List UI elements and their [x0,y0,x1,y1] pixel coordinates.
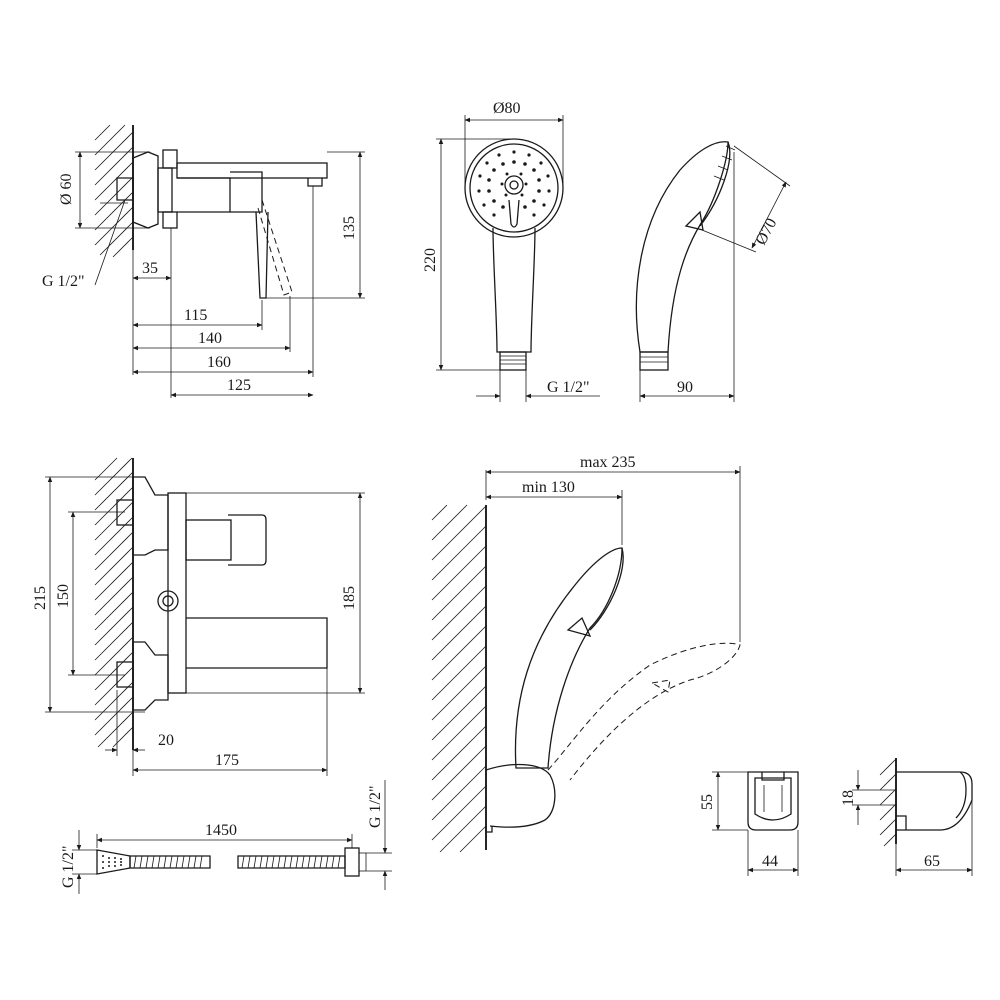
dim-125: 125 [227,377,251,394]
mixer-bottom-view: 215 150 185 20 175 [32,457,365,776]
dim-1450: 1450 [205,822,237,839]
dim-diameter-70: Ø70 [753,216,781,248]
dim-diameter-60: Ø 60 [58,173,75,205]
dim-115: 115 [184,307,207,324]
dim-min-130: min 130 [522,479,575,496]
hose-view: 1450 G 1/2" G 1/2" [60,780,392,894]
mixer-bottom-dimensions [45,476,365,776]
dim-220: 220 [422,248,439,272]
dim-20: 20 [158,732,174,749]
spray-nozzles [477,150,551,217]
dim-215: 215 [32,586,49,610]
mixer-top-dimensions [75,151,365,398]
dim-90: 90 [677,379,693,396]
dim-thread-hose-right: G 1/2" [367,785,384,828]
dim-150: 150 [55,584,72,608]
mixer-body-top [100,149,328,299]
dim-diameter-80: Ø80 [493,100,521,117]
dim-max-235: max 235 [580,454,636,471]
dim-175: 175 [215,752,239,769]
dim-18: 18 [840,790,857,806]
dim-44: 44 [762,853,778,870]
dim-35: 35 [142,260,158,277]
dim-thread-hose-left: G 1/2" [60,845,77,888]
mixer-body-bottom [116,476,328,711]
dim-65: 65 [924,853,940,870]
mixer-top-view: Ø 60 G 1/2" 35 135 115 140 160 125 [42,124,365,398]
dim-thread-mixer-top: G 1/2" [42,273,85,290]
wall-hatch-3 [431,504,487,853]
wall-hatch [94,124,134,258]
dim-thread-shower: G 1/2" [547,379,590,396]
hose-nut-knurl [102,855,122,869]
bracket-side-view: 18 65 [840,758,973,876]
shower-in-holder [514,547,624,769]
hose-coil [133,855,341,869]
dim-140: 140 [198,330,222,347]
wall-hatch-4 [879,758,897,847]
holder-bracket [485,763,556,833]
dim-135: 135 [341,216,358,240]
bracket-front-view: 55 44 [699,771,799,876]
shower-tilted-dashed [547,642,741,781]
hand-shower-side-view: Ø70 90 [635,141,791,402]
hand-shower-front-view: Ø80 220 G 1/2" [422,100,600,402]
holder-side-view: max 235 min 130 [431,454,741,853]
dim-160: 160 [207,354,231,371]
dim-185: 185 [341,586,358,610]
holder-dimensions [485,466,741,642]
dim-55: 55 [699,794,716,810]
wall-hatch-2 [94,457,134,750]
